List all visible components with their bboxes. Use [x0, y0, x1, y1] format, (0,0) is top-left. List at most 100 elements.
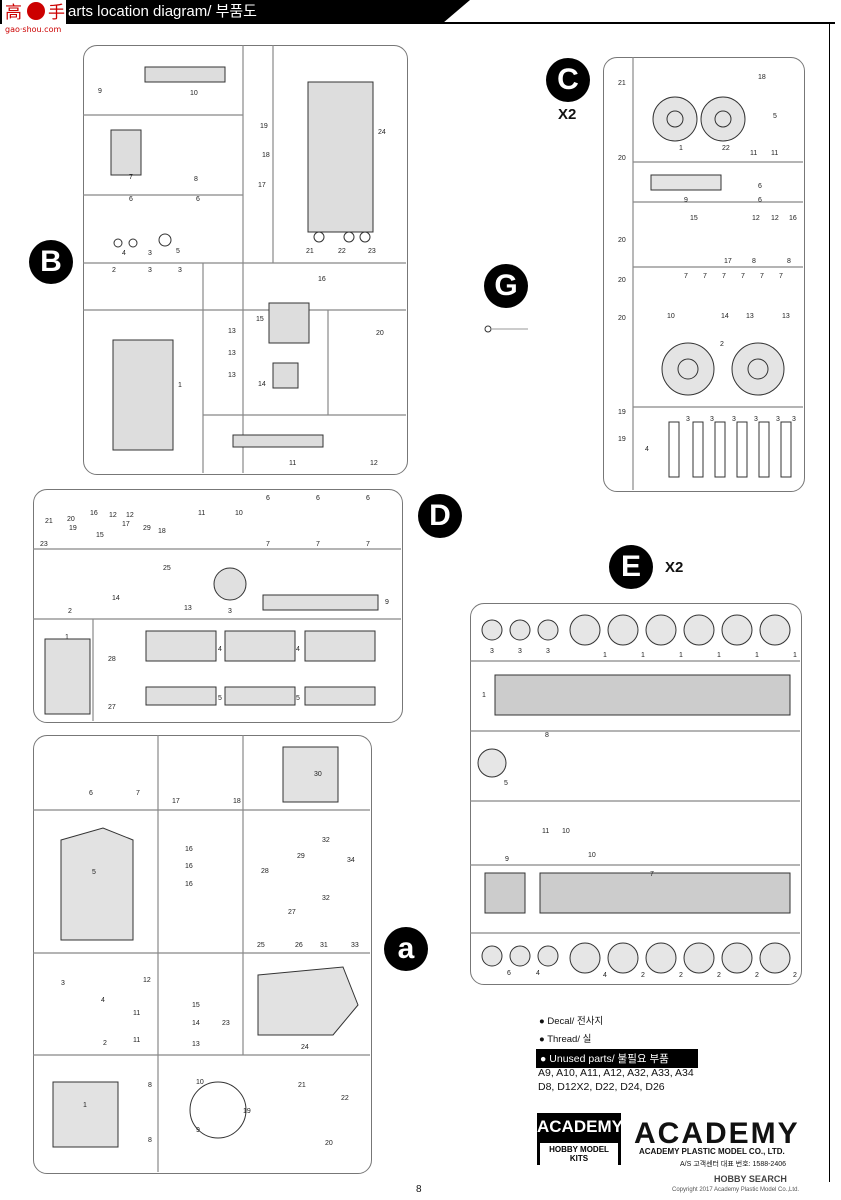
part-label: 17 — [724, 258, 732, 265]
part-label: 8 — [787, 258, 791, 265]
part-label: 2 — [103, 1040, 107, 1047]
part-label: 16 — [185, 863, 193, 870]
part-label: 27 — [108, 704, 116, 711]
part-label: 30 — [314, 771, 322, 778]
part-label: 17 — [172, 798, 180, 805]
part-label: 7 — [741, 273, 745, 280]
part-label: 6 — [507, 970, 511, 977]
header-bar — [0, 0, 470, 24]
part-label: 12 — [370, 460, 378, 467]
part-label: 16 — [185, 846, 193, 853]
part-label: 3 — [61, 980, 65, 987]
part-label: 5 — [218, 695, 222, 702]
part-label: 21 — [618, 80, 626, 87]
part-label: 2 — [112, 267, 116, 274]
part-label: 15 — [256, 316, 264, 323]
part-label: 10 — [196, 1079, 204, 1086]
header-rule — [440, 22, 835, 24]
part-label: 20 — [618, 237, 626, 244]
part-label: 9 — [505, 856, 509, 863]
part-label: 16 — [90, 510, 98, 517]
part-label: 13 — [192, 1041, 200, 1048]
part-label: 2 — [68, 608, 72, 615]
part-label: 1 — [603, 652, 607, 659]
part-label: 7 — [684, 273, 688, 280]
sprue-b-parts-drawing — [83, 45, 406, 473]
academy-company: ACADEMY PLASTIC MODEL CO., LTD. — [639, 1147, 785, 1156]
sprue-c-multiplier: X2 — [558, 106, 577, 123]
part-label: 3 — [518, 648, 522, 655]
part-label: 32 — [322, 837, 330, 844]
part-label: 7 — [722, 273, 726, 280]
part-label: 3 — [546, 648, 550, 655]
part-label: 7 — [703, 273, 707, 280]
part-label: 32 — [322, 895, 330, 902]
part-label: 15 — [192, 1002, 200, 1009]
part-label: 11 — [542, 828, 550, 835]
part-label: 7 — [760, 273, 764, 280]
part-label: 29 — [297, 853, 305, 860]
part-label: 22 — [722, 145, 730, 152]
part-label: 13 — [746, 313, 754, 320]
part-label: 15 — [690, 215, 698, 222]
part-label: 9 — [385, 599, 389, 606]
part-label: 11 — [133, 1010, 141, 1017]
part-label: 7 — [316, 541, 320, 548]
legend-thread-text: Thread/ 실 — [547, 1034, 592, 1045]
part-label: 3 — [148, 267, 152, 274]
part-label: 1 — [679, 652, 683, 659]
part-label: 7 — [136, 790, 140, 797]
part-label: 17 — [258, 182, 266, 189]
part-label: 10 — [235, 510, 243, 517]
part-label: 5 — [504, 780, 508, 787]
part-label: 15 — [96, 532, 104, 539]
part-label: 16 — [185, 881, 193, 888]
part-label: 5 — [176, 248, 180, 255]
part-label: 18 — [758, 74, 766, 81]
part-label: 18 — [233, 798, 241, 805]
part-label: 3 — [776, 416, 780, 423]
part-label: 23 — [222, 1020, 230, 1027]
copyright: Copyright 2017 Academy Plastic Model Co.… — [672, 1187, 800, 1193]
part-label: 2 — [679, 972, 683, 979]
sprue-b-badge: B — [29, 240, 73, 284]
part-label: 1 — [482, 692, 486, 699]
svg-text:手: 手 — [48, 3, 65, 23]
part-label: 7 — [129, 174, 133, 181]
part-label: 11 — [198, 510, 206, 517]
part-label: 1 — [793, 652, 797, 659]
part-label: 33 — [351, 942, 359, 949]
part-label: 2 — [641, 972, 645, 979]
part-label: 21 — [298, 1082, 306, 1089]
sprue-e-badge: E — [609, 545, 653, 589]
part-label: 7 — [779, 273, 783, 280]
part-label: 14 — [112, 595, 120, 602]
part-label: 7 — [366, 541, 370, 548]
legend-thread: ● Thread/ 실 — [539, 1034, 592, 1045]
page-rule — [829, 22, 830, 1182]
part-label: 1 — [717, 652, 721, 659]
hobbysearch-watermark: HOBBY SEARCH — [714, 1174, 787, 1184]
part-label: 16 — [789, 215, 797, 222]
part-label: 13 — [228, 350, 236, 357]
part-label: 21 — [45, 518, 53, 525]
part-label: 2 — [793, 972, 797, 979]
part-label: 12 — [109, 512, 117, 519]
part-label: 31 — [320, 942, 328, 949]
sprue-c-parts-drawing — [632, 57, 803, 490]
part-label: 22 — [338, 248, 346, 255]
part-label: 12 — [752, 215, 760, 222]
sprue-g-thread-part — [484, 325, 528, 333]
part-label: 26 — [295, 942, 303, 949]
part-label: 1 — [178, 382, 182, 389]
part-label: 22 — [341, 1095, 349, 1102]
part-label: 9 — [196, 1127, 200, 1134]
academy-box-logo: ACADEMY HOBBY MODEL KITS — [537, 1113, 623, 1165]
svg-text:高: 高 — [5, 3, 22, 23]
part-label: 6 — [758, 197, 762, 204]
sprue-e-parts-drawing — [470, 614, 800, 974]
part-label: 7 — [650, 871, 654, 878]
legend-decal: ● Decal/ 전사지 — [539, 1016, 604, 1027]
part-label: 9 — [98, 88, 102, 95]
academy-tel: A/S 고객센터 대표 번호: 1588-2406 — [680, 1161, 787, 1168]
